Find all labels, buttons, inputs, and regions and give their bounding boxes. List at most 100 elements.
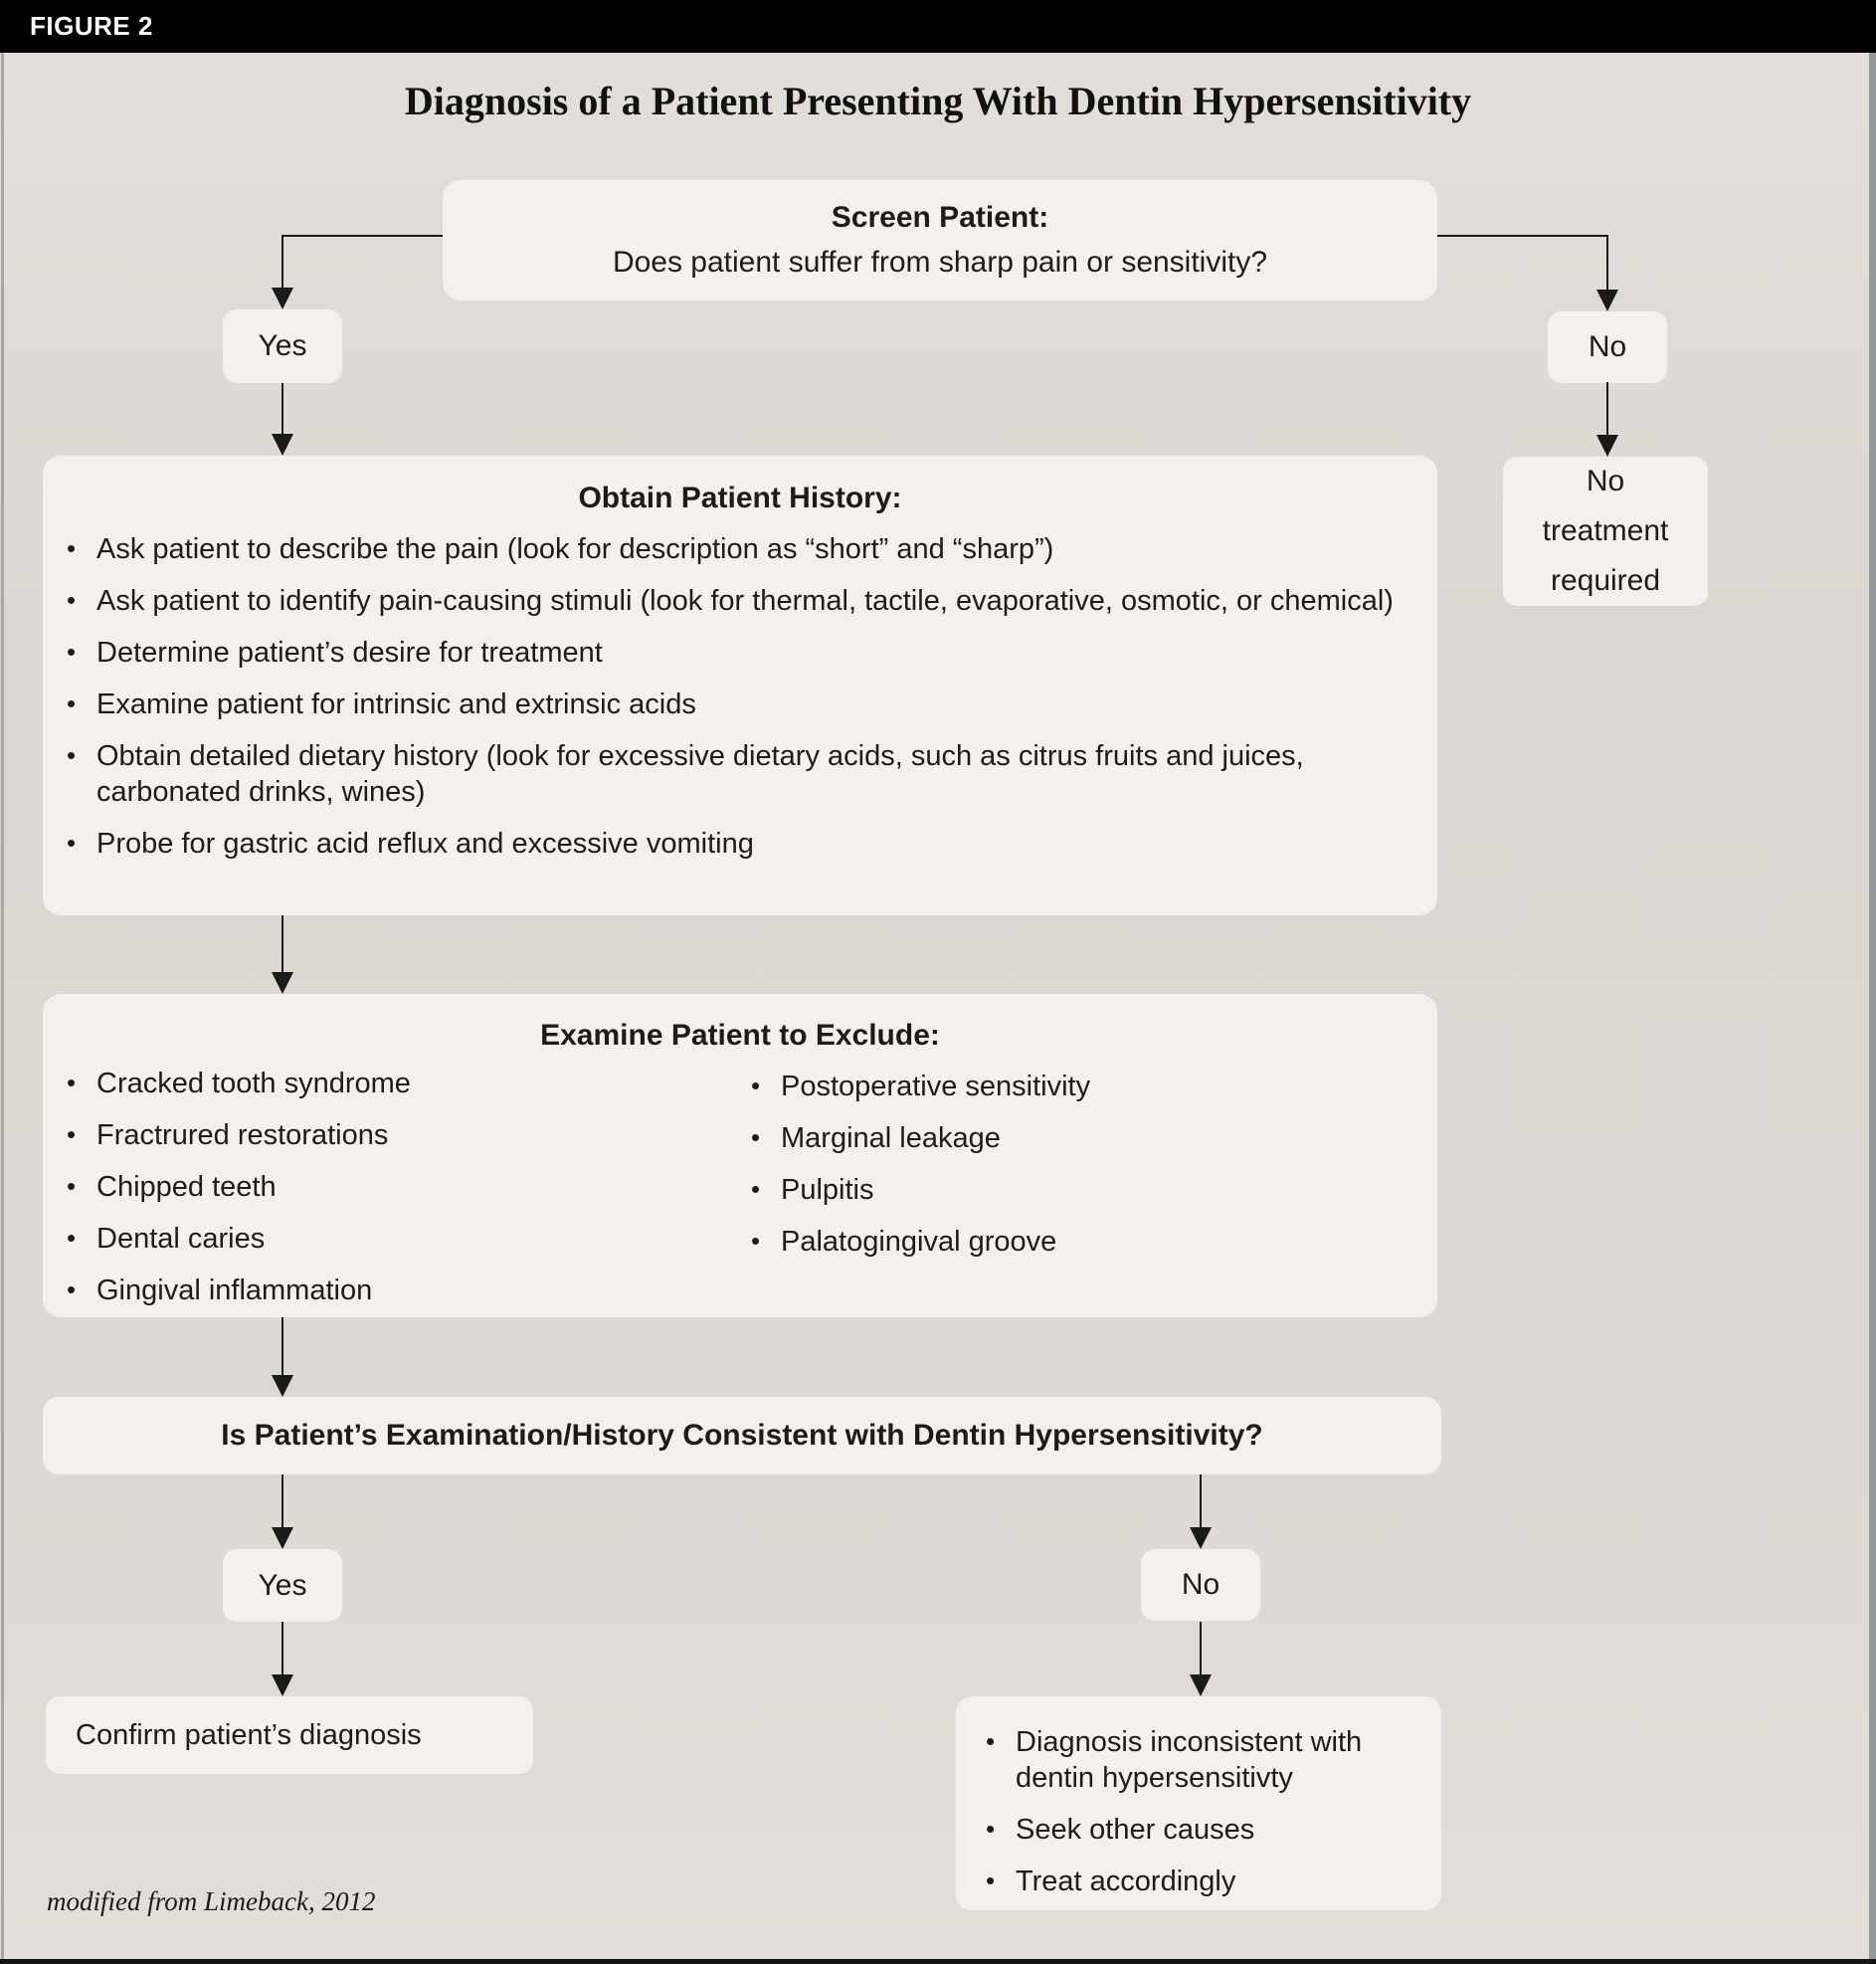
- node-screen-patient: Screen Patient: Does patient suffer from…: [443, 180, 1437, 300]
- footnote: modified from Limeback, 2012: [47, 1886, 376, 1916]
- bullet-text: Chipped teeth: [96, 1171, 277, 1203]
- connector-screen-to-yes: [282, 235, 443, 237]
- figure-header-bar: FIGURE 2: [0, 0, 1876, 53]
- bullet-text: Ask patient to identify pain-causing sti…: [96, 585, 1394, 617]
- bullet-item: • Gingival inflammation: [65, 1273, 681, 1308]
- arrowhead-icon: [1596, 435, 1618, 457]
- bullet-text: Fractrured restorations: [96, 1119, 389, 1151]
- bullet-item: •Dental caries: [65, 1221, 681, 1257]
- node-no-bottom: No: [1141, 1549, 1260, 1621]
- bullet-text: Examine patient for intrinsic and extrin…: [96, 688, 696, 720]
- bullet-text: Diagnosis inconsistent with dentin hyper…: [1016, 1726, 1363, 1794]
- connector-screen-to-yes-drop: [281, 235, 283, 288]
- bullet-text: Pulpitis: [781, 1174, 874, 1206]
- connector-examine-to-consistent: [281, 1317, 283, 1375]
- bullet-text: Treat accordingly: [1016, 1866, 1236, 1897]
- bullet-item: • Marginal leakage: [749, 1120, 1406, 1156]
- bullet-icon: •: [986, 1814, 996, 1844]
- connector-consistent-to-yes: [281, 1474, 283, 1527]
- examine-left-list: • Cracked tooth syndrome • Fractrured resto…: [65, 1066, 681, 1324]
- bullet-icon: •: [67, 740, 77, 770]
- bullet-item: • Obtain detailed dietary history (look f…: [65, 738, 1419, 810]
- connector-no-to-notreatment: [1606, 382, 1608, 435]
- bullet-icon: •: [67, 1068, 77, 1097]
- bullet-icon: •: [751, 1071, 761, 1100]
- bullet-item: • Diagnosis inconsistent with dentin hype…: [984, 1724, 1425, 1796]
- bullet-item: • Ask patient to describe the pain (look …: [65, 531, 1419, 567]
- bullet-item: • Seek other causes: [984, 1812, 1425, 1848]
- screen-patient-heading: Screen Patient:: [831, 201, 1049, 234]
- connector-consistent-to-no: [1200, 1474, 1202, 1527]
- arrowhead-icon: [272, 1375, 293, 1397]
- node-yes-top: Yes: [223, 309, 342, 383]
- outcome-list: • Diagnosis inconsistent with dentin hype…: [984, 1724, 1425, 1899]
- node-yes-bottom: Yes: [223, 1549, 342, 1622]
- examine-exclude-heading: Examine Patient to Exclude:: [540, 1019, 940, 1052]
- node-no-top: No: [1548, 311, 1667, 383]
- node-examine-exclude: Examine Patient to Exclude: • Cracked too…: [43, 994, 1437, 1317]
- bullet-text: Gingival inflammation: [96, 1275, 373, 1306]
- bullet-text: Probe for gastric acid reflux and excess…: [96, 828, 754, 860]
- examine-right-list: • Postoperative sensitivity • Marginal leak…: [749, 1069, 1406, 1276]
- no-treatment-text: No treatment required: [1542, 465, 1669, 597]
- figure-label: FIGURE 2: [30, 11, 153, 41]
- bullet-icon: •: [751, 1122, 761, 1152]
- arrowhead-icon: [1190, 1674, 1212, 1696]
- bullet-text: Obtain detailed dietary history (look fo…: [96, 740, 1304, 808]
- bullet-item: • Probe for gastric acid reflux and exces…: [65, 826, 1419, 862]
- bullet-icon: •: [986, 1726, 996, 1756]
- connector-screen-to-no-drop: [1606, 235, 1608, 290]
- bullet-item: • Pulpitis: [749, 1172, 1406, 1208]
- arrowhead-icon: [272, 1674, 293, 1696]
- bullet-text: Postoperative sensitivity: [781, 1071, 1091, 1102]
- node-consistent-question: Is Patient’s Examination/History Consist…: [43, 1397, 1441, 1474]
- bullet-item: • Determine patient’s desire for treatmen…: [65, 635, 1419, 671]
- arrowhead-icon: [272, 972, 293, 994]
- obtain-history-list: • Ask patient to describe the pain (look …: [65, 531, 1419, 862]
- bullet-icon: •: [67, 1275, 77, 1304]
- bullet-text: Cracked tooth syndrome: [96, 1068, 411, 1099]
- connector-yes-to-history: [281, 383, 283, 434]
- screen-patient-question: Does patient suffer from sharp pain or s…: [612, 246, 1268, 279]
- node-outcome: • Diagnosis inconsistent with dentin hype…: [956, 1696, 1441, 1910]
- node-no-treatment: No treatment required: [1503, 457, 1708, 606]
- arrowhead-icon: [272, 434, 293, 456]
- bullet-text: Palatogingival groove: [781, 1226, 1057, 1258]
- arrowhead-icon: [272, 1527, 293, 1549]
- bullet-icon: •: [67, 533, 77, 563]
- bullet-text: Ask patient to describe the pain (look f…: [96, 533, 1054, 565]
- frame-bottom-edge: [0, 1959, 1876, 1964]
- bullet-item: • Ask patient to identify pain-causing st…: [65, 583, 1419, 619]
- bullet-text: Determine patient’s desire for treatment: [96, 637, 603, 669]
- bullet-icon: •: [67, 1171, 77, 1201]
- frame-left-edge: [1, 53, 4, 1959]
- bullet-icon: •: [67, 637, 77, 667]
- connector-history-to-examine: [281, 915, 283, 972]
- node-obtain-history: Obtain Patient History: • Ask patient to …: [43, 456, 1437, 915]
- bullet-icon: •: [67, 585, 77, 615]
- bullet-icon: •: [67, 1119, 77, 1149]
- connector-screen-to-no: [1437, 235, 1607, 237]
- bullet-item: • Postoperative sensitivity: [749, 1069, 1406, 1104]
- bullet-item: •Palatogingival groove: [749, 1224, 1406, 1260]
- bullet-item: • Fractrured restorations: [65, 1117, 681, 1153]
- bullet-icon: •: [67, 1223, 77, 1253]
- connector-yes-to-confirm: [281, 1622, 283, 1674]
- obtain-history-heading: Obtain Patient History:: [578, 482, 902, 514]
- bullet-item: • Treat accordingly: [984, 1864, 1425, 1899]
- arrowhead-icon: [1190, 1527, 1212, 1549]
- node-confirm-diagnosis: Confirm patient’s diagnosis: [46, 1696, 533, 1774]
- arrowhead-icon: [272, 288, 293, 309]
- frame-right-edge: [1869, 53, 1876, 1959]
- bullet-icon: •: [67, 828, 77, 858]
- bullet-icon: •: [751, 1174, 761, 1204]
- bullet-icon: •: [67, 688, 77, 718]
- bullet-text: Marginal leakage: [781, 1122, 1001, 1154]
- bullet-text: Seek other causes: [1016, 1814, 1255, 1846]
- bullet-item: • Cracked tooth syndrome: [65, 1066, 681, 1101]
- bullet-icon: •: [986, 1866, 996, 1895]
- bullet-item: • Chipped teeth: [65, 1169, 681, 1205]
- connector-no-to-outcome: [1200, 1622, 1202, 1674]
- arrowhead-icon: [1596, 290, 1618, 311]
